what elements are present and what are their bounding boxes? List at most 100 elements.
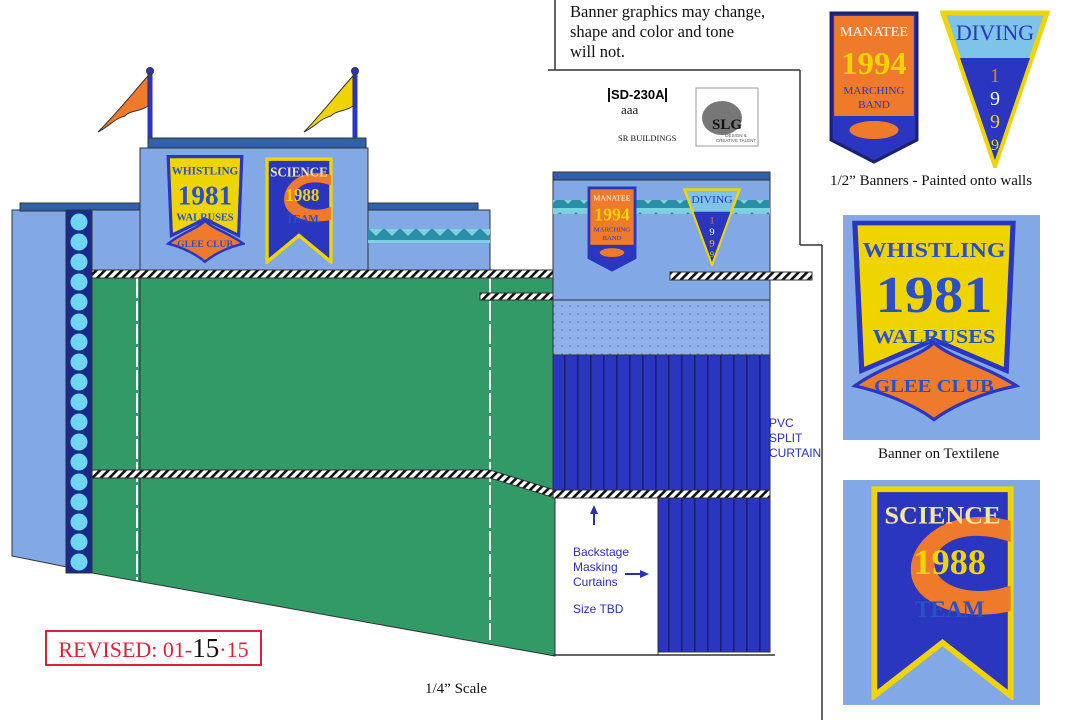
beam xyxy=(669,271,813,281)
svg-text:WALRUSES: WALRUSES xyxy=(873,325,996,348)
disclaimer-line: will not. xyxy=(570,42,626,61)
svg-text:MARCHING: MARCHING xyxy=(843,85,904,97)
svg-text:9: 9 xyxy=(990,88,1000,110)
slg-logo: SLG DESIGN & CREATIVE TALENT xyxy=(695,87,759,147)
svg-text:GLEE CLUB: GLEE CLUB xyxy=(177,239,233,250)
textilene-caption: Banner on Textilene xyxy=(878,446,1000,462)
svg-text:DESIGN &: DESIGN & xyxy=(725,133,747,138)
science-banner: SCIENCE 1988 TEAM xyxy=(871,486,1014,700)
light-circle xyxy=(69,552,89,572)
light-column-circles xyxy=(69,212,89,572)
diving-banner: DIVING 1 9 9 9 xyxy=(940,10,1050,168)
whistling-banner-small: WHISTLING 1981 WALRUSES GLEE CLUB xyxy=(165,155,245,264)
manatee-banner-small: MANATEE 1994 MARCHING BAND xyxy=(587,186,637,272)
pvc-label-line: SPLIT xyxy=(769,431,803,445)
client-name: SR BUILDINGS xyxy=(618,133,677,143)
svg-text:1994: 1994 xyxy=(841,45,906,81)
svg-text:CREATIVE TALENT: CREATIVE TALENT xyxy=(716,138,757,143)
backstage-masking-curtain xyxy=(657,497,771,653)
arrow-right-icon xyxy=(640,570,649,578)
light-circle xyxy=(69,212,89,232)
pvc-label-line: CURTAIN xyxy=(769,446,822,460)
sheet-number: SD-230A xyxy=(608,88,668,102)
light-circle xyxy=(69,512,89,532)
scale-label: 1/4” Scale xyxy=(425,681,488,697)
wave-band xyxy=(368,229,490,243)
svg-text:9: 9 xyxy=(709,239,714,250)
light-circle xyxy=(69,372,89,392)
backstage-label-line: Masking xyxy=(573,560,618,574)
svg-text:9: 9 xyxy=(990,111,1000,133)
svg-text:1981: 1981 xyxy=(178,179,232,210)
backstage-label-line: Backstage xyxy=(573,545,630,559)
svg-text:TEAM: TEAM xyxy=(286,213,319,225)
svg-text:SCIENCE: SCIENCE xyxy=(885,501,1001,530)
beam xyxy=(91,269,556,279)
svg-text:1988: 1988 xyxy=(914,542,986,582)
light-circle xyxy=(69,492,89,512)
svg-text:1: 1 xyxy=(990,65,1000,87)
light-circle xyxy=(69,412,89,432)
svg-text:1994: 1994 xyxy=(594,204,630,224)
sheet-sub: aaa xyxy=(621,102,639,117)
revised-day: 15 xyxy=(192,633,220,663)
title-block-lines xyxy=(548,0,823,720)
svg-text:SCIENCE: SCIENCE xyxy=(270,164,328,179)
orange-flag xyxy=(97,74,149,133)
svg-text:9: 9 xyxy=(709,227,714,238)
svg-text:1988: 1988 xyxy=(285,185,319,205)
svg-text:WHISTLING: WHISTLING xyxy=(862,238,1005,262)
svg-text:1: 1 xyxy=(709,216,714,227)
revised-prefix: REVISED: 01- xyxy=(58,637,193,662)
svg-text:9: 9 xyxy=(991,137,999,154)
light-circle xyxy=(69,232,89,252)
svg-text:TEAM: TEAM xyxy=(915,596,985,622)
svg-text:WHISTLING: WHISTLING xyxy=(172,166,239,178)
science-banner-small: SCIENCE 1988 TEAM xyxy=(265,157,333,264)
yellow-flag xyxy=(303,74,354,133)
left-building xyxy=(11,202,141,574)
light-circle xyxy=(69,472,89,492)
banner-disclaimer: Banner graphics may change, shape and co… xyxy=(570,2,765,62)
light-circle xyxy=(69,332,89,352)
svg-text:WALRUSES: WALRUSES xyxy=(176,213,233,224)
pvc-split-curtain xyxy=(552,354,771,491)
svg-text:GLEE CLUB: GLEE CLUB xyxy=(874,377,994,397)
diving-banner-small: DIVING 1 9 9 9 xyxy=(683,188,741,266)
svg-text:DIVING: DIVING xyxy=(956,20,1034,45)
size-label: Size TBD xyxy=(573,602,624,616)
revised-suffix: ·15 xyxy=(219,637,249,662)
light-circle xyxy=(69,452,89,472)
pvc-label-line: PVC xyxy=(769,416,794,430)
pvc-label: PVC SPLIT CURTAIN xyxy=(769,416,821,461)
disclaimer-line: Banner graphics may change, xyxy=(570,2,766,21)
light-circle xyxy=(69,532,89,552)
manatee-banner: MANATEE 1994 MARCHING BAND xyxy=(829,11,919,164)
light-circle xyxy=(69,312,89,332)
svg-text:1981: 1981 xyxy=(876,266,993,323)
beam xyxy=(552,489,771,499)
light-circle xyxy=(69,392,89,412)
disclaimer-line: shape and color and tone xyxy=(570,22,735,41)
svg-text:MANATEE: MANATEE xyxy=(593,193,630,202)
arrow-up-icon xyxy=(590,505,598,514)
green-wall xyxy=(91,277,556,657)
light-circle xyxy=(69,272,89,292)
svg-text:SLG: SLG xyxy=(712,117,742,133)
light-circle xyxy=(69,352,89,372)
light-circle xyxy=(69,432,89,452)
dotted-panel xyxy=(552,299,771,356)
small-banners-caption: 1/2” Banners - Painted onto walls xyxy=(830,173,1033,189)
svg-text:DIVING: DIVING xyxy=(691,194,732,206)
svg-text:MARCHING: MARCHING xyxy=(594,227,630,234)
light-circle xyxy=(69,292,89,312)
svg-text:9: 9 xyxy=(710,250,714,259)
backstage-label-line: Curtains xyxy=(573,575,618,589)
backstage-label: Backstage Masking Curtains xyxy=(573,545,629,590)
whistling-banner: WHISTLING 1981 WALRUSES GLEE CLUB xyxy=(851,220,1020,422)
svg-text:BAND: BAND xyxy=(858,99,890,111)
svg-text:BAND: BAND xyxy=(603,235,622,242)
svg-text:MANATEE: MANATEE xyxy=(840,24,908,40)
wave-band xyxy=(553,200,770,214)
